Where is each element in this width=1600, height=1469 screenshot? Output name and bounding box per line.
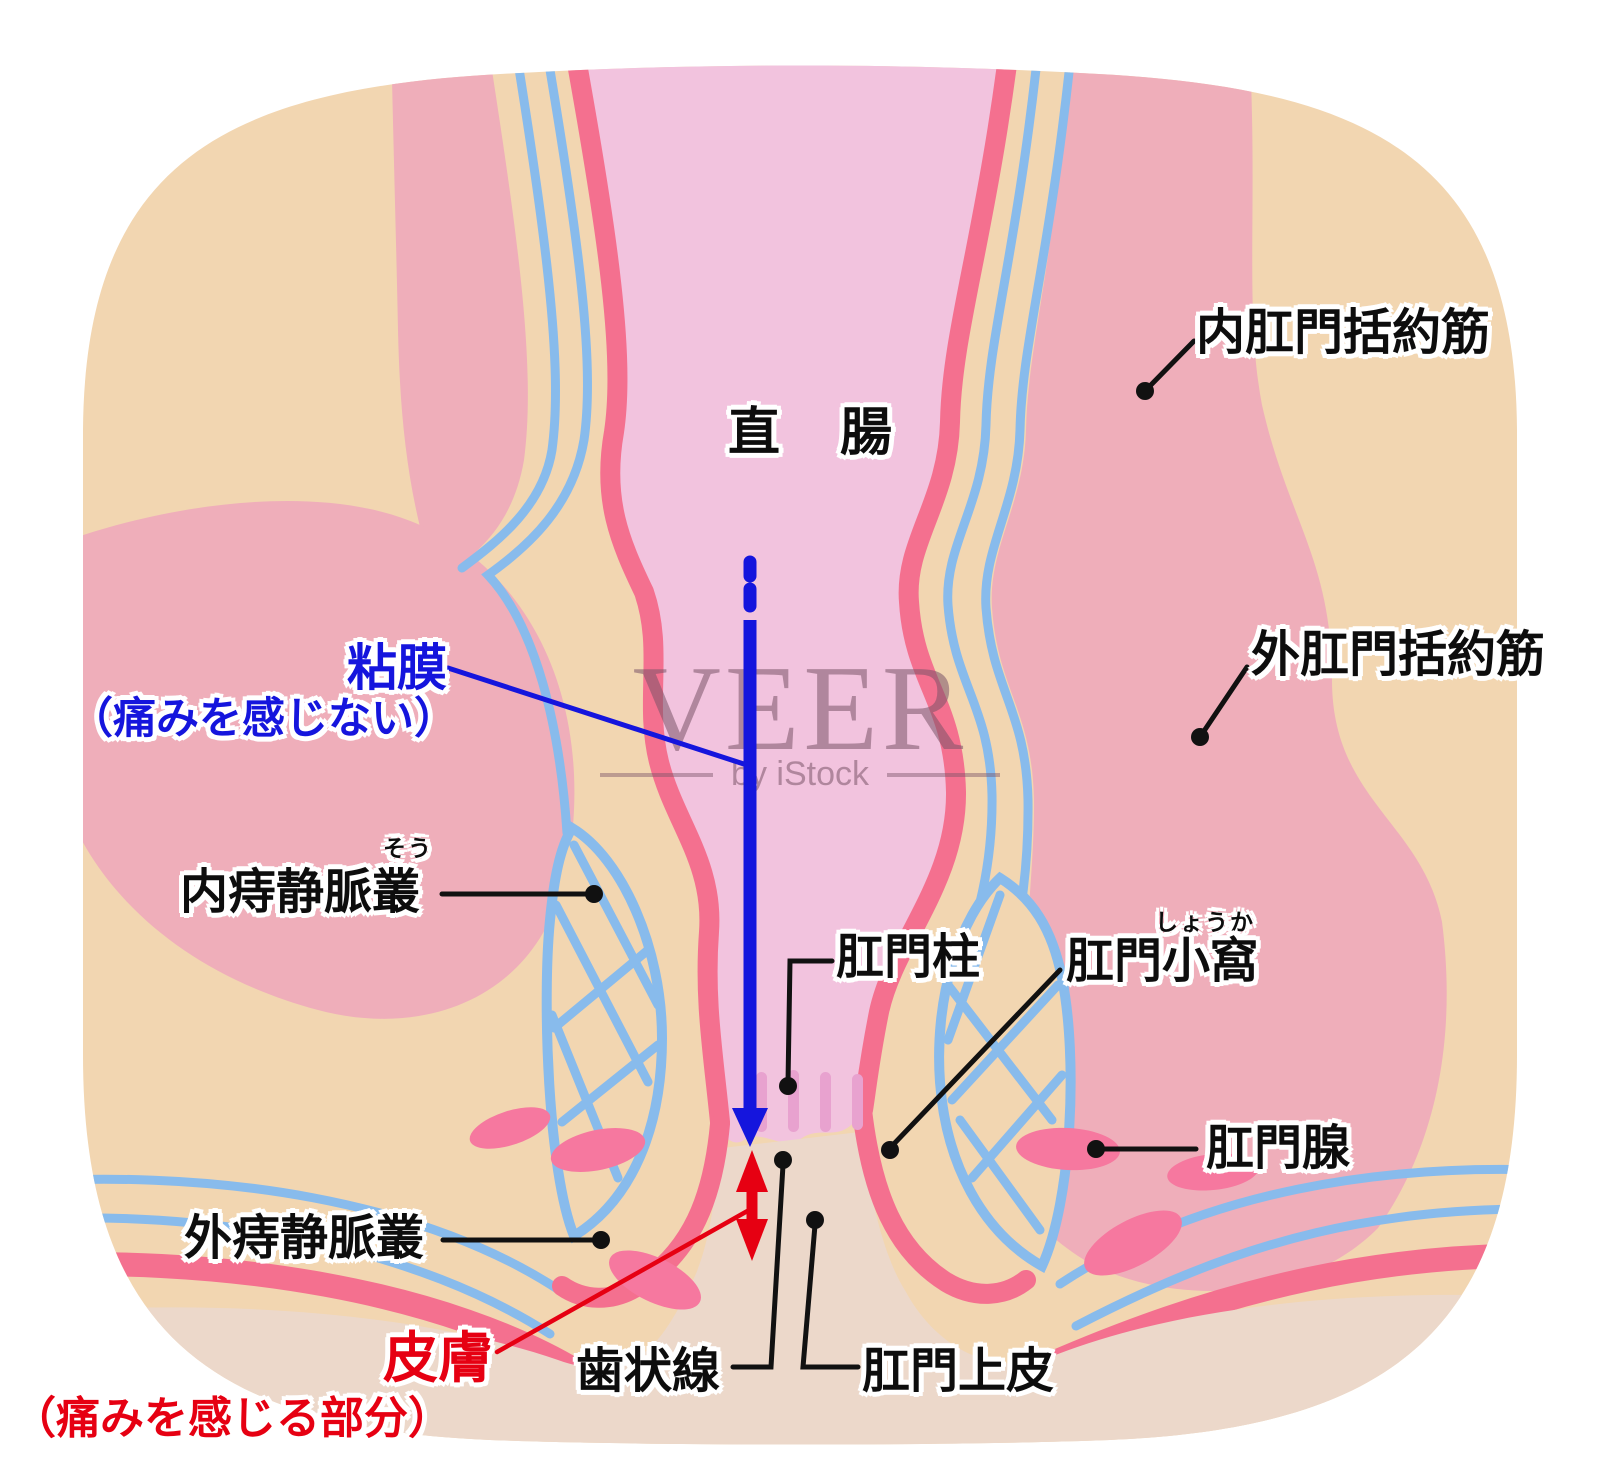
label-anal-crypt: 肛門小窩 xyxy=(1066,935,1259,988)
label-anal-epithelium: 肛門上皮 xyxy=(862,1345,1055,1398)
label-anal-column: 肛門柱 xyxy=(836,931,981,984)
label-internal-sphincter: 内肛門括約筋 xyxy=(1196,306,1491,360)
watermark-dash-right xyxy=(886,772,1001,777)
label-anal-crypt-furigana: しょうか xyxy=(1155,909,1255,935)
right-muscle-mass xyxy=(991,65,1447,1291)
watermark-brand: VEER xyxy=(632,641,968,776)
mucosa-border-rose xyxy=(552,65,1027,1132)
label-dentate-line: 歯状線 xyxy=(576,1345,721,1398)
watermark-dash-left xyxy=(600,772,714,777)
label-external-plexus: 外痔静脈叢 xyxy=(184,1212,425,1265)
label-skin: 皮膚 xyxy=(383,1328,494,1389)
canal-vessels xyxy=(457,65,1083,1010)
watermark-byline: by iStock xyxy=(731,755,869,793)
left-muscle-band xyxy=(390,65,528,582)
label-internal-plexus-furigana: そう xyxy=(383,835,433,861)
label-rectum: 直 腸 xyxy=(728,404,897,462)
label-mucosa: 粘膜 xyxy=(347,640,447,696)
label-skin-note: （痛みを感じる部分） xyxy=(12,1394,452,1443)
internal-sphincter-left-lobe xyxy=(83,501,575,1019)
label-external-sphincter: 外肛門括約筋 xyxy=(1251,628,1546,682)
watermark-byline-row: by iStock xyxy=(600,755,1001,793)
perianal-skin xyxy=(83,1132,1517,1445)
label-mucosa-note: （痛みを感じない） xyxy=(70,696,457,743)
rectum-lumen xyxy=(560,65,1015,1143)
label-anal-gland: 肛門腺 xyxy=(1206,1122,1351,1175)
label-internal-plexus: 内痔静脈叢 xyxy=(180,866,421,919)
